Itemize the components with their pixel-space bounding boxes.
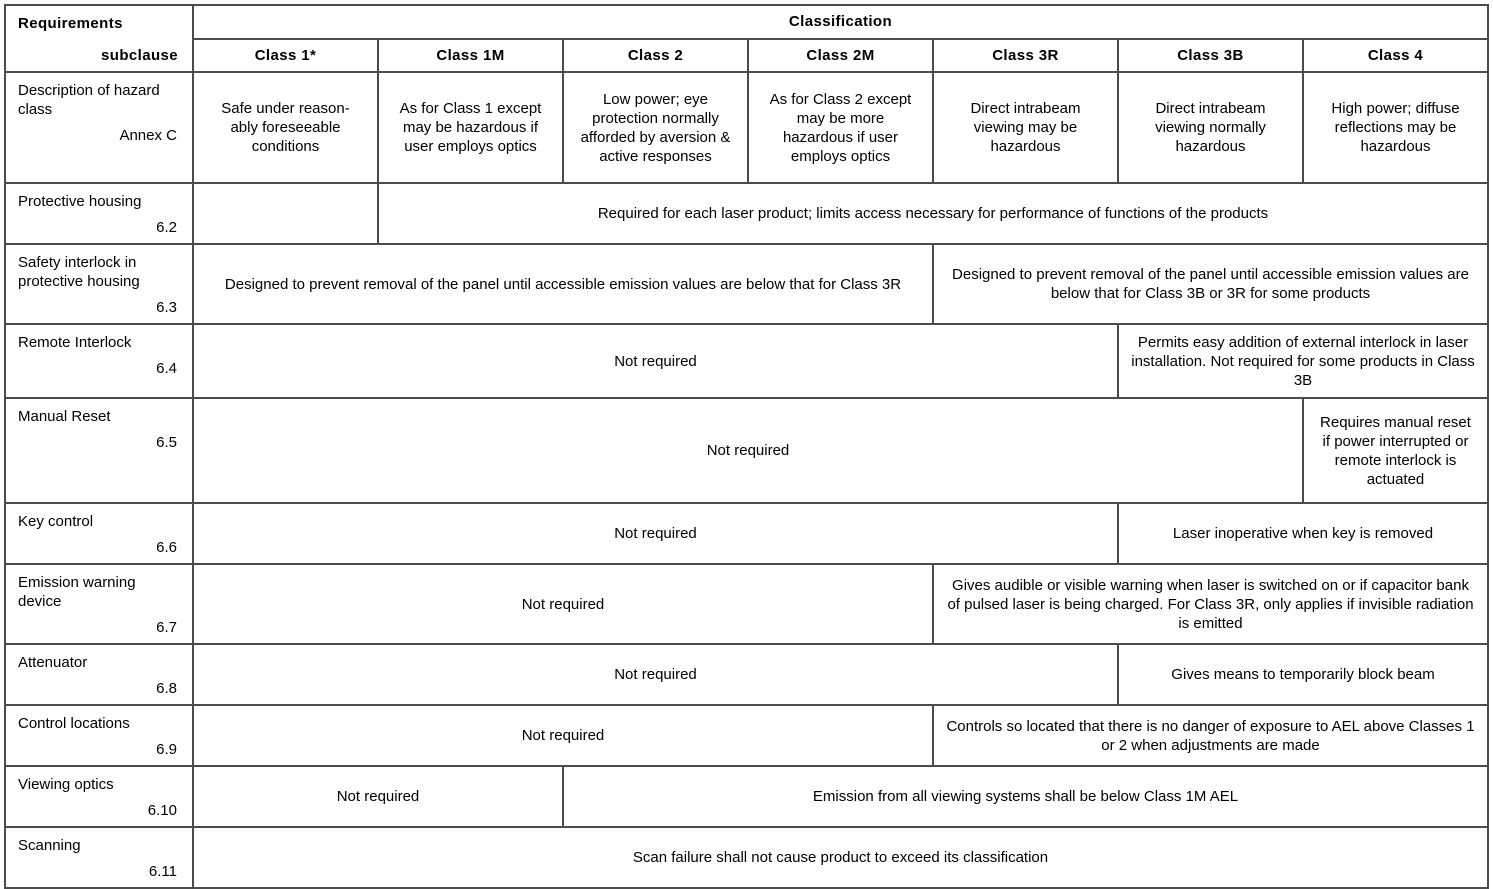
- row-emission-warning: Emission warning device 6.7 Not required…: [4, 563, 1489, 645]
- cell-6-8-class-1-to-3r: Not required: [192, 643, 1119, 706]
- row-subclause: 6.8: [156, 680, 177, 697]
- row-safety-interlock: Safety interlock in protective housing 6…: [4, 243, 1489, 325]
- row-subclause: 6.7: [156, 619, 177, 636]
- cell-description-class-1: Safe under reason- ably foreseeable cond…: [192, 71, 379, 184]
- row-label-description: Description of hazard class Annex C: [4, 71, 194, 184]
- cell-description-class-2: Low power; eye protection normally affor…: [562, 71, 749, 184]
- row-subclause: 6.3: [156, 299, 177, 316]
- cell-description-class-3r: Direct intrabeam viewing may be hazardou…: [932, 71, 1119, 184]
- row-label-text: Manual Reset: [18, 408, 111, 425]
- row-label-safety-interlock: Safety interlock in protective housing 6…: [4, 243, 194, 325]
- col-header-class-3r: Class 3R: [932, 37, 1119, 73]
- row-subclause: 6.4: [156, 360, 177, 377]
- row-label-scanning: Scanning 6.11: [4, 826, 194, 889]
- cell-6-4-class-3b-to-4: Permits easy addition of external interl…: [1117, 323, 1489, 399]
- col-header-class-2: Class 2: [562, 37, 749, 73]
- row-remote-interlock: Remote Interlock 6.4 Not required Permit…: [4, 323, 1489, 399]
- row-subclause: 6.9: [156, 741, 177, 758]
- cell-6-6-class-1-to-3r: Not required: [192, 502, 1119, 565]
- row-label-control-locations: Control locations 6.9: [4, 704, 194, 767]
- cell-6-2-class-1-empty: [192, 182, 379, 245]
- subclause-label: subclause: [101, 47, 178, 64]
- cell-6-7-class-1-to-2m: Not required: [192, 563, 934, 645]
- cell-6-8-class-3b-to-4: Gives means to temporarily block beam: [1117, 643, 1489, 706]
- row-label-text: Key control: [18, 513, 94, 530]
- row-label-text: Remote Interlock: [18, 334, 132, 351]
- row-label-protective-housing: Protective housing 6.2: [4, 182, 194, 245]
- cell-6-5-class-1-to-3b: Not required: [192, 397, 1304, 504]
- row-label-text: Scanning: [18, 837, 81, 854]
- col-header-class-2m: Class 2M: [747, 37, 934, 73]
- row-viewing-optics: Viewing optics 6.10 Not required Emissio…: [4, 765, 1489, 828]
- classification-header: Classification: [192, 4, 1489, 40]
- row-subclause: 6.10: [147, 802, 177, 819]
- cell-6-10-class-1-to-1m: Not required: [192, 765, 564, 828]
- row-label-text: Safety interlock in protective housing: [18, 254, 140, 290]
- cell-6-9-class-3r-to-4: Controls so located that there is no dan…: [932, 704, 1489, 767]
- header-row-classes: Class 1* Class 1M Class 2 Class 2M Class…: [5, 37, 1489, 73]
- row-description: Description of hazard class Annex C Safe…: [4, 71, 1489, 184]
- cell-6-10-class-2-to-4: Emission from all viewing systems shall …: [562, 765, 1489, 828]
- cell-6-3-class-3r-to-4: Designed to prevent removal of the panel…: [932, 243, 1489, 325]
- row-label-manual-reset: Manual Reset 6.5: [4, 397, 194, 504]
- cell-description-class-4: High power; diffuse reflections may be h…: [1302, 71, 1489, 184]
- cell-6-6-class-3b-to-4: Laser inoperative when key is removed: [1117, 502, 1489, 565]
- requirements-subclause-header: Requirements subclause: [4, 4, 194, 73]
- row-label-text: Attenuator: [18, 654, 88, 671]
- row-scanning: Scanning 6.11 Scan failure shall not cau…: [4, 826, 1489, 889]
- cell-6-2-class-1m-to-4: Required for each laser product; limits …: [377, 182, 1489, 245]
- row-control-locations: Control locations 6.9 Not required Contr…: [4, 704, 1489, 767]
- document-page: Requirements subclause Classification Cl…: [4, 4, 1489, 889]
- cell-description-class-3b: Direct intrabeam viewing normally hazard…: [1117, 71, 1304, 184]
- cell-6-11-all-classes: Scan failure shall not cause product to …: [192, 826, 1489, 889]
- row-label-text: Emission warning device: [18, 574, 136, 610]
- row-protective-housing: Protective housing 6.2 Required for each…: [4, 182, 1489, 245]
- col-header-class-1: Class 1*: [192, 37, 379, 73]
- row-label-text: Viewing optics: [18, 776, 114, 793]
- row-attenuator: Attenuator 6.8 Not required Gives means …: [4, 643, 1489, 706]
- cell-6-3-class-1-to-2m: Designed to prevent removal of the panel…: [192, 243, 934, 325]
- row-label-text: Protective housing: [18, 193, 142, 210]
- header-row-classification: Requirements subclause Classification: [4, 4, 1489, 73]
- cell-6-7-class-3r-to-4: Gives audible or visible warning when la…: [932, 563, 1489, 645]
- row-label-key-control: Key control 6.6: [4, 502, 194, 565]
- row-subclause: Annex C: [119, 127, 177, 144]
- row-key-control: Key control 6.6 Not required Laser inope…: [4, 502, 1489, 565]
- cell-description-class-1m: As for Class 1 except may be hazardous i…: [377, 71, 564, 184]
- col-header-class-4: Class 4: [1302, 37, 1489, 73]
- row-manual-reset: Manual Reset 6.5 Not required Requires m…: [4, 397, 1489, 504]
- row-label-text: Control locations: [18, 715, 130, 732]
- row-subclause: 6.11: [148, 863, 177, 880]
- row-subclause: 6.2: [156, 219, 177, 236]
- row-label-attenuator: Attenuator 6.8: [4, 643, 194, 706]
- laser-requirements-table: Requirements subclause Classification Cl…: [4, 4, 1489, 889]
- row-subclause: 6.5: [156, 434, 177, 451]
- row-label-viewing-optics: Viewing optics 6.10: [4, 765, 194, 828]
- requirements-label: Requirements: [18, 15, 123, 32]
- row-label-text: Description of hazard class: [18, 82, 160, 118]
- row-subclause: 6.6: [156, 539, 177, 556]
- col-header-class-3b: Class 3B: [1117, 37, 1304, 73]
- cell-6-5-class-4: Requires manual reset if power interrupt…: [1302, 397, 1489, 504]
- cell-6-4-class-1-to-3r: Not required: [192, 323, 1119, 399]
- cell-description-class-2m: As for Class 2 except may be more hazard…: [747, 71, 934, 184]
- col-header-class-1m: Class 1M: [377, 37, 564, 73]
- cell-6-9-class-1-to-2m: Not required: [192, 704, 934, 767]
- row-label-remote-interlock: Remote Interlock 6.4: [4, 323, 194, 399]
- row-label-emission-warning: Emission warning device 6.7: [4, 563, 194, 645]
